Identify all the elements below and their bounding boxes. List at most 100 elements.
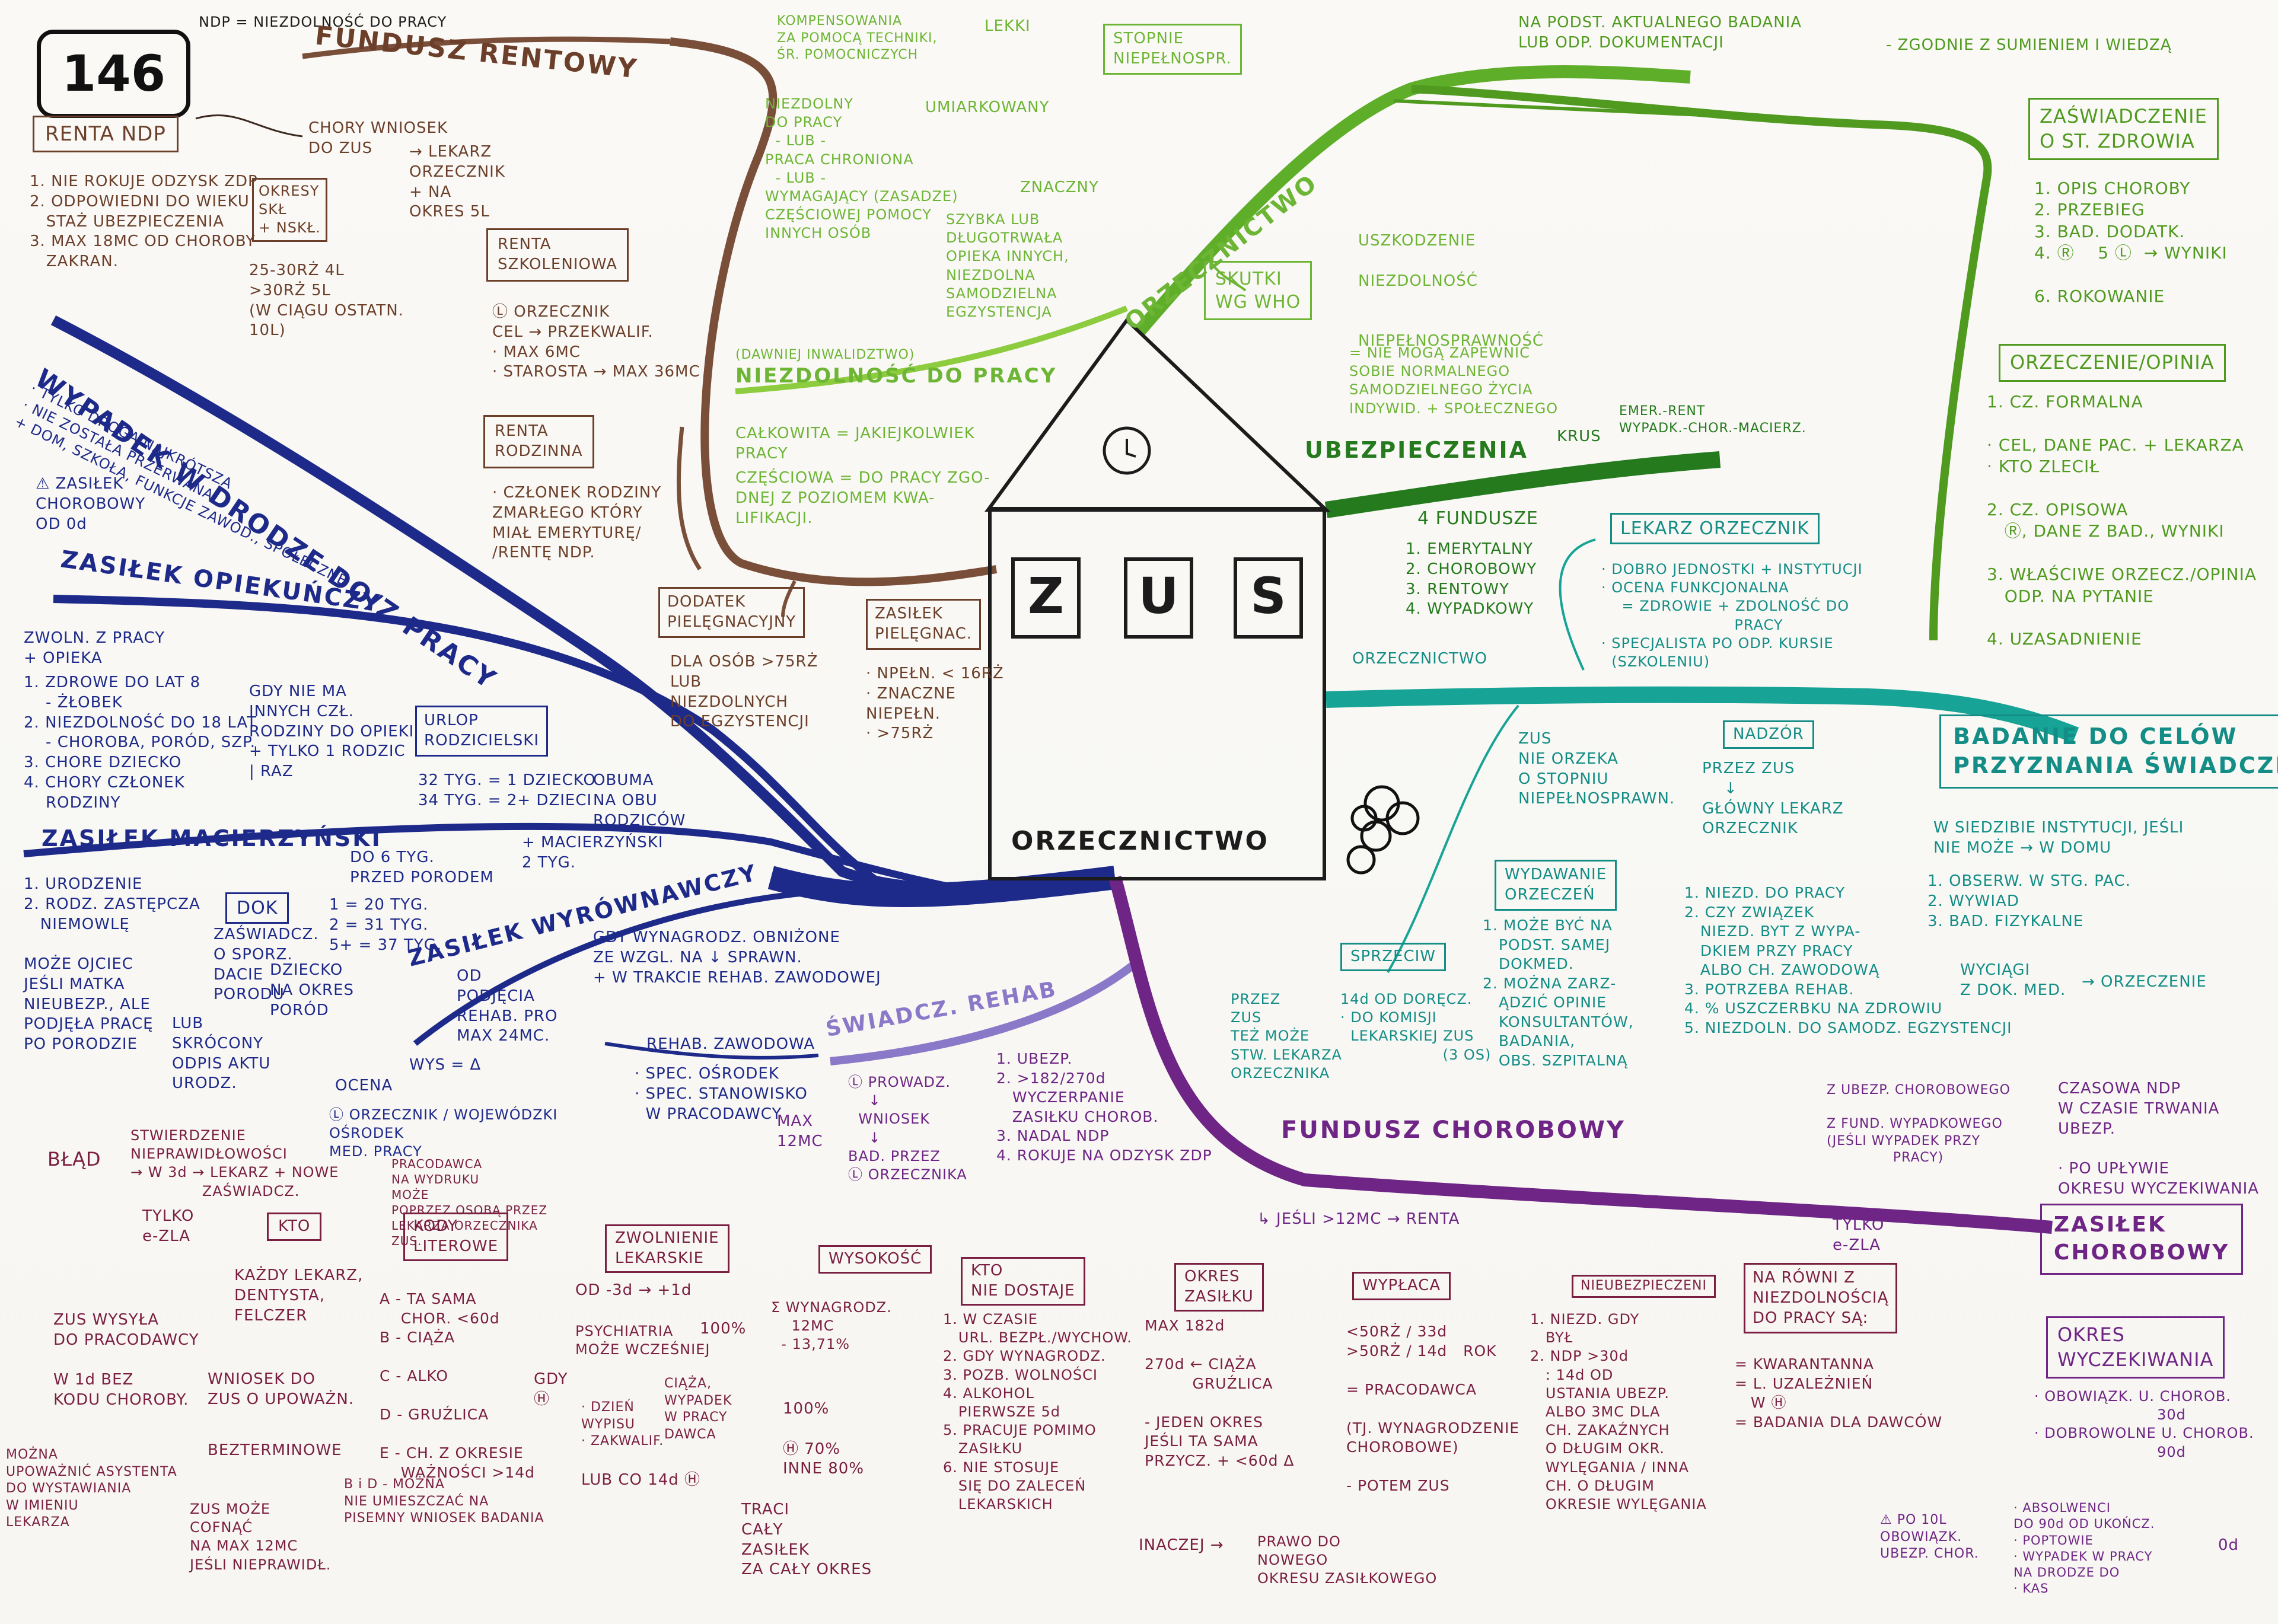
orzeczenie-opinia-box: ORZECZENIE/OPINIA: [1999, 344, 2226, 382]
branch-ubezpieczenia: [1324, 451, 1721, 518]
znaczny-notes: SZYBKA LUB DŁUGOTRWAŁA OPIEKA INNYCH, NI…: [946, 211, 1069, 320]
ocena-notes: Ⓛ ORZECZNIK / WOJEWÓDZKI OŚRODEK MED. PR…: [329, 1106, 558, 1160]
macierzynski-weeks: 1 = 20 TYG. 2 = 31 TYG. 5+ = 37 TYG.: [329, 896, 442, 954]
renta-conditions: 1. NIE ROKUJE ODZYSK ZDP 2. ODPOWIEDNI D…: [30, 173, 258, 271]
wyrownawczy-od: OD PODJĘCIA REHAB. PRO MAX 24MC.: [457, 967, 558, 1045]
lekarz-orzecznik-renta: → LEKARZ ORZECZNIK + NA OKRES 5L: [409, 143, 505, 221]
branch-rentowy-dod: [781, 580, 796, 617]
wyrownawczy-notes: GDY WYNAGRODZ. OBNIŻONE ZE WZGL. NA ↓ SP…: [593, 929, 881, 987]
krus-list: EMER.-RENT WYPADK.-CHOR.-MACIERZ.: [1619, 404, 1807, 436]
house-letter-s: S: [1234, 557, 1303, 639]
sprzeciw-left: PRZEZ ZUS TEŻ MOŻE STW. LEKARZA ORZECZNI…: [1231, 991, 1342, 1081]
dok-dziecko: DZIECKO NA OKRES PORÓD: [270, 961, 355, 1019]
wysokosc-list: Σ WYNAGRODZ. 12MC - 13,71%: [771, 1299, 892, 1353]
od-0d: 0d: [2218, 1536, 2239, 1554]
branch-green-inner: [1393, 99, 1780, 120]
branch-swiadcz-rehab: [830, 957, 1142, 1065]
renta-szkol-notes: Ⓛ ORZECZNIK CEL → PRZEKWALIF. · MAX 6MC …: [492, 303, 700, 381]
urlop-rodzicielski-box: URLOP RODZICIELSKI: [415, 706, 548, 757]
house-letter-z: Z: [1011, 557, 1081, 639]
wyplaca-box: WYPŁACA: [1352, 1272, 1451, 1300]
okresy-box: OKRESY SKŁ + NSKŁ.: [252, 178, 327, 242]
branch-ndp-green: [735, 305, 1128, 394]
nieubezpieczeni-box: NIEUBEZPIECZENI: [1572, 1275, 1716, 1298]
branch-rentowy-szkol: [676, 426, 702, 570]
zasilek-chor-top: Z UBEZP. CHOROBOWEGO Z FUND. WYPADKOWEGO…: [1827, 1083, 2011, 1166]
zasilek-piel-notes: · NPEŁN. < 16RŻ · ZNACZNE NIEPEŁN. · >75…: [866, 665, 1004, 743]
nieubezp-list: 1. NIEZD. GDY BYŁ 2. NDP >30d : 14d OD U…: [1530, 1311, 1707, 1513]
niezdolny-note: NIEZDOLNY DO PRACY - LUB - PRACA CHRONIO…: [765, 95, 958, 242]
kto-nie-dostaje-box: KTO NIE DOSTAJE: [961, 1257, 1085, 1306]
stopien-umiarkowany: UMIARKOWANY: [925, 98, 1050, 116]
branch-orzecznictwo-teal: [1326, 686, 2079, 743]
orzecznictwo-teal-label: ORZECZNICTWO: [1352, 650, 1488, 668]
blad-label: BŁĄD: [47, 1148, 101, 1170]
wys-delta: WYS = Δ: [409, 1056, 482, 1074]
who-notes: = NIE MOGĄ ZAPEWNIĆ SOBIE NORMALNEGO SAM…: [1349, 344, 1559, 417]
zasilek-pielegnacyjny-box: ZASIŁEK PIELĘGNAC.: [866, 599, 982, 650]
psychiatria: PSYCHIATRIA MOŻE WCZEŚNIEJ: [575, 1323, 711, 1358]
inaczej: INACZEJ →: [1139, 1536, 1224, 1554]
branch-opiekunczy: [53, 595, 892, 894]
orzeczenie-list: 1. CZ. FORMALNA · CEL, DANE PAC. + LEKAR…: [1987, 392, 2257, 649]
skutki-who-box: SKUTKI WG WHO: [1204, 261, 1312, 320]
house-letter-u: U: [1124, 557, 1193, 639]
green-podstawa: NA PODST. AKTUALNEGO BADANIA LUB ODP. DO…: [1518, 14, 1802, 52]
ndp-definition: NDP = NIEZDOLNOŚĆ DO PRACY: [199, 14, 447, 30]
dodatek-pielegnacyjny-box: DODATEK PIELĘGNACYJNY: [658, 587, 805, 638]
badanie-box: BADANIE DO CELÓW PRZYZNANIA ŚWIADCZEŃ: [1939, 714, 2278, 789]
swiadcz-renta: ↳ JEŚLI >12MC → RENTA: [1257, 1210, 1460, 1228]
sprzeciw-box: SPRZECIW: [1340, 943, 1447, 971]
renta-szkoleniowa-box: RENTA SZKOLENIOWA: [486, 228, 629, 282]
green-zgodnie: - ZGODNIE Z SUMIENIEM I WIEDZĄ: [1886, 36, 2172, 54]
ndp-czesciowa: CZĘŚCIOWA = DO PRACY ZGO- DNEJ Z POZIOME…: [735, 469, 990, 527]
opiekunczy-gdy: GDY NIE MA INNYCH CZŁ. RODZINY DO OPIEKI…: [249, 682, 415, 781]
okres-wyczekiwania-box: OKRES WYCZEKIWANIA: [2046, 1316, 2225, 1379]
branch-green-right: [1411, 85, 1992, 641]
od-3d: OD -3d → +1d: [575, 1281, 692, 1299]
renta-ndp-box: RENTA NDP: [33, 116, 179, 153]
zwolnienie-opieka: ZWOLN. Z PRACY + OPIEKA: [24, 629, 165, 667]
krus-label: KRUS: [1557, 427, 1601, 445]
urlop-oboje: OBUMA NA OBU RODZICÓW: [593, 771, 686, 829]
chory-wniosek: CHORY WNIOSEK DO ZUS: [308, 119, 448, 157]
zus-house: [988, 507, 1326, 880]
branch-orzecznictwo-green: [1133, 65, 1691, 337]
wyplaca-list: <50RŻ / 33d >50RŻ / 14d ROK = PRACODAWCA…: [1346, 1323, 1520, 1494]
okres-list: MAX 182d 270d ← CIĄŻA GRUŹLICA - JEDEN O…: [1145, 1317, 1295, 1469]
macierzynski-plus: + MACIERZYŃSKI 2 TYG.: [522, 834, 664, 872]
zaswiadczenie-list: 1. OPIS CHOROBY 2. PRZEBIEG 3. BAD. DODA…: [2034, 178, 2228, 306]
who-list: USZKODZENIE NIEZDOLNOŚĆ NIEPEŁNOSPRAWNOŚ…: [1358, 232, 1544, 350]
zaswiadczenie-box: ZAŚWIADCZENIE O ST. ZDROWIA: [2028, 98, 2219, 161]
fundusz-chorobowy-title: FUNDUSZ CHOROBOWY: [1281, 1116, 1626, 1144]
nadzor-list: 1. NIEZD. DO PRACY 2. CZY ZWIĄZEK NIEZD.…: [1684, 884, 2012, 1036]
urlop-przed-porodem: DO 6 TYG. PRZED PORODEM: [350, 848, 494, 886]
branch-renta-chory: [195, 114, 303, 138]
zasilek-chorobowy-box: ZASIŁEK CHOROBOWY: [2040, 1204, 2244, 1275]
zasilek-macierzynski-title: ZASIŁEK MACIERZYŃSKI: [42, 825, 382, 851]
branch-teal-arc: [1559, 538, 1596, 671]
beztermin: BEZTERMINOWE: [208, 1441, 342, 1459]
blad-notes: STWIERDZENIE NIEPRAWIDŁOWOŚCI → W 3d → L…: [130, 1127, 339, 1199]
dodatek-notes: DLA OSÓB >75RŻ LUB NIEZDOLNYCH DO EGZYST…: [670, 653, 818, 731]
wys-100: 100%: [700, 1320, 747, 1338]
tylko-ezla-maroon: TYLKO e-ZLA: [142, 1207, 195, 1245]
wysokosc-box: WYSOKOŚĆ: [818, 1245, 932, 1274]
page-number: 146: [37, 30, 190, 118]
po-10l-list: · ABSOLWENCI DO 90d OD UKOŃCZ. · POPTOWI…: [2013, 1501, 2155, 1596]
renta-years: 25-30RŻ 4L >30RŻ 5L (W CIĄGU OSTATN. 10L…: [249, 261, 404, 340]
kody-literowe-box: KODY LITEROWE: [403, 1213, 509, 1261]
urlop-notes: 32 TYG. = 1 DZIECKO 34 TYG. = 2+ DZIECI: [418, 771, 596, 809]
ndp-calkowita: CAŁKOWITA = JAKIEJKOLWIEK PRACY: [735, 425, 975, 462]
branch-rentowy: [670, 37, 998, 586]
cofniete: ZUS MOŻE COFNĄĆ NA MAX 12MC JEŚLI NIEPRA…: [190, 1501, 332, 1573]
branch-teal-down: [1387, 704, 1519, 973]
kto-nie-list: 1. W CZASIE URL. BEZPŁ./WYCHOW. 2. GDY W…: [943, 1311, 1132, 1513]
macierzynski-list: 1. URODZENIE 2. RODZ. ZASTĘPCZA NIEMOWLĘ: [24, 875, 200, 933]
czasowa-ndp: CZASOWA NDP W CZASIE TRWANIA UBEZP. · PO…: [2058, 1080, 2260, 1198]
mozna-upowaznic: MOŻNA UPOWAŻNIĆ ASYSTENTA DO WYSTAWIANIA…: [6, 1447, 177, 1530]
stopien-znaczny: ZNACZNY: [1020, 178, 1099, 196]
branch-green-skutki: [1209, 260, 1247, 292]
fundusze-label: 4 FUNDUSZE: [1417, 508, 1538, 529]
